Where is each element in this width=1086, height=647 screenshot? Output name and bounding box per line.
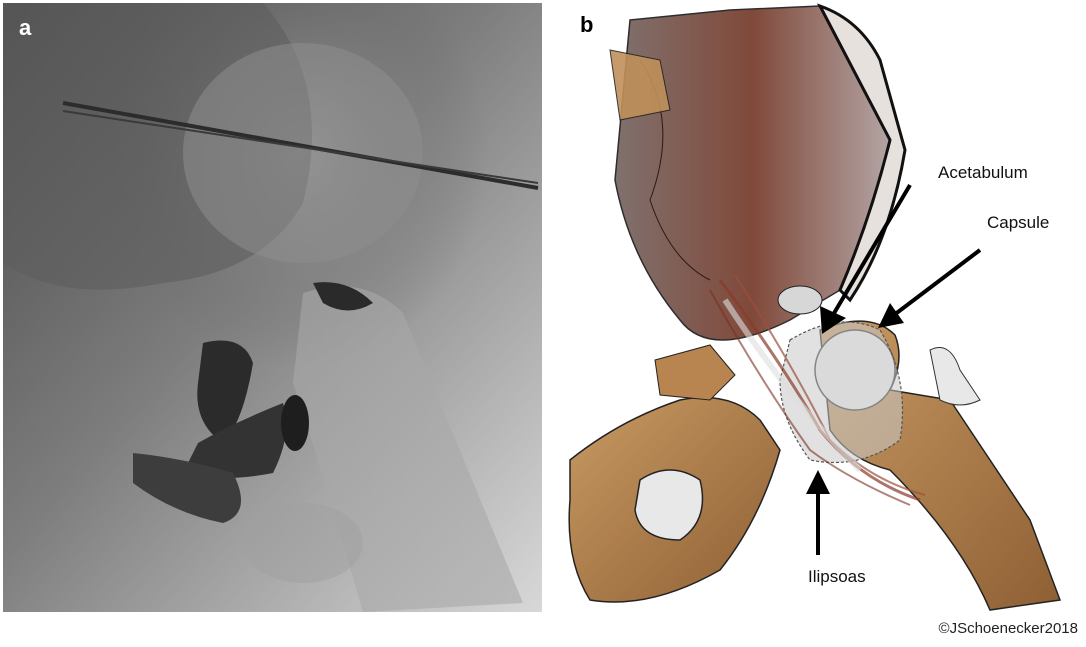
obturator-foramen [635, 470, 703, 540]
hip-illustration [560, 0, 1086, 615]
illustration-panel: b Acetabulum Capsule Ilipsoas [560, 0, 1086, 615]
panel-label-b: b [580, 12, 593, 38]
radiograph-image [3, 3, 542, 612]
radiograph-panel: a [3, 3, 542, 612]
acetabulum-label: Acetabulum [938, 163, 1028, 183]
iliopsoas-arrow [806, 470, 830, 494]
capsule-label: Capsule [987, 213, 1049, 233]
panel-label-a: a [19, 15, 31, 41]
capsule-arrow [878, 303, 904, 328]
iliopsoas-label: Ilipsoas [808, 567, 866, 587]
copyright-notice: ©JSchoenecker2018 [939, 620, 1078, 637]
